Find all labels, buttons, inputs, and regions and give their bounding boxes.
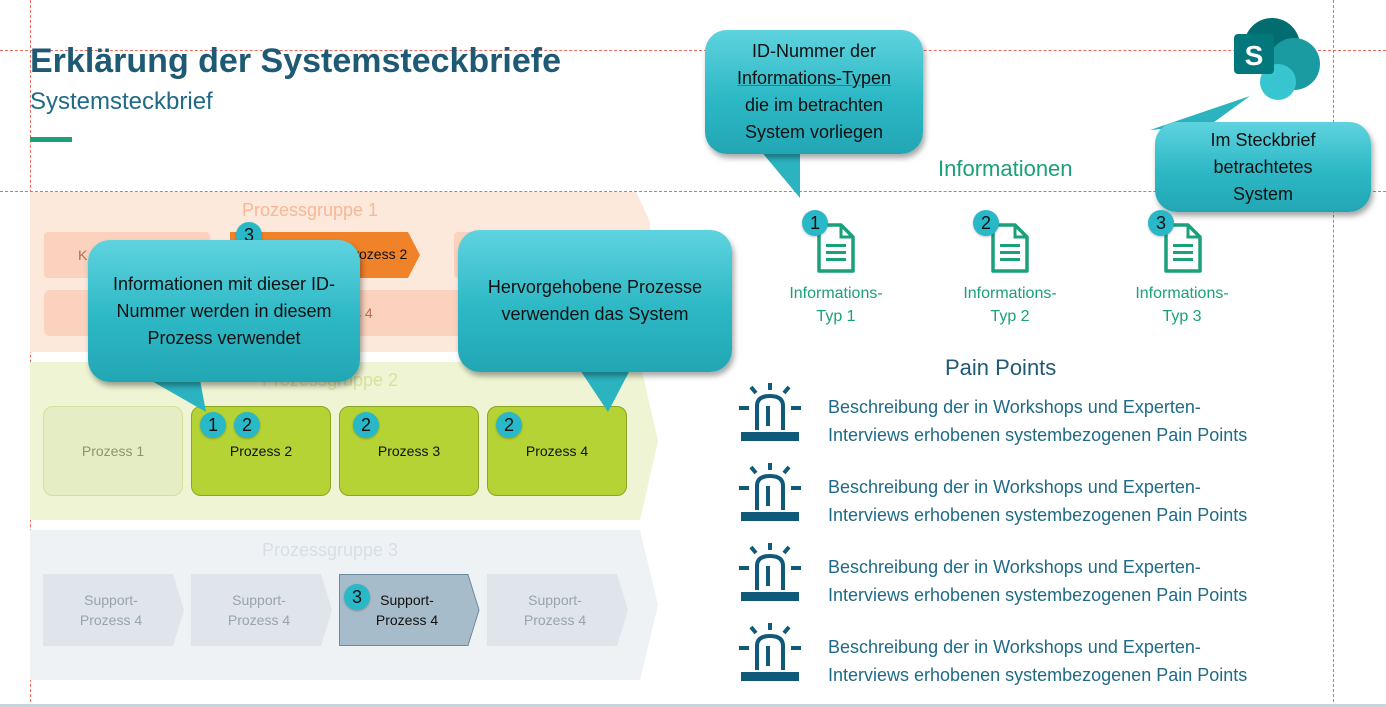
group1-process-2-label: Prozess 2 (345, 246, 408, 262)
group3-process-3-label: Support- Prozess 4 (375, 592, 439, 628)
badge-1-prozess2: 1 (200, 412, 226, 438)
group2-process-4-label: Prozess 4 (525, 443, 589, 459)
group3-process-1-shape[interactable] (43, 574, 185, 646)
informationen-heading: Informationen (938, 156, 1073, 181)
alarm-light-icon (739, 543, 801, 601)
callout-info-process: Informationen mit dieser ID-Nummer werde… (88, 240, 360, 382)
group2-process-2-label: Prozess 2 (229, 443, 293, 459)
pain-point-1-line2: Interviews erhobenen systembezogenen Pai… (828, 425, 1248, 445)
document-icon (991, 223, 1029, 273)
alarm-light-icon (739, 463, 801, 521)
callout-steckbrief-system: Im Steckbrief betrachtetes System (1155, 122, 1371, 212)
guide-line-right (1333, 0, 1334, 707)
group3-process-3-shape[interactable] (339, 574, 481, 646)
badge-3-support-prozess: 3 (344, 584, 370, 610)
group3-process-4-shape[interactable] (487, 574, 629, 646)
info-type-3-line1: Informations- (1135, 285, 1229, 302)
pain-point-4: Beschreibung der in Workshops und Expert… (828, 633, 1308, 689)
title-accent-bar (30, 137, 72, 142)
pain-point-3-line2: Interviews erhobenen systembezogenen Pai… (828, 585, 1248, 605)
badge-1-info-type: 1 (802, 210, 828, 236)
guide-line-left (30, 0, 31, 707)
sharepoint-logo: S (1232, 16, 1324, 100)
guide-line-middle (0, 191, 1386, 192)
badge-2-prozess4: 2 (496, 412, 522, 438)
group3-process-2-shape[interactable] (191, 574, 333, 646)
pain-point-4-line1: Beschreibung der in Workshops und Expert… (828, 637, 1201, 657)
info-type-1-line1: Informations- (789, 285, 883, 302)
alarm-light-icon (739, 383, 801, 441)
badge-2-prozess3: 2 (353, 412, 379, 438)
info-type-2-line2: Typ 2 (990, 308, 1030, 325)
callout-id-number: ID-Nummer der Informations-Typen die im … (705, 30, 923, 154)
callout-id-number-line2: Informations-Typen (736, 68, 892, 88)
pain-points-heading: Pain Points (945, 355, 1057, 380)
pain-point-1: Beschreibung der in Workshops und Expert… (828, 393, 1308, 449)
group1-process-1-label: K (78, 247, 88, 263)
pain-point-4-line2: Interviews erhobenen systembezogenen Pai… (828, 665, 1248, 685)
info-type-1-line2: Typ 1 (816, 308, 856, 325)
page-subtitle: Systemsteckbrief (30, 88, 213, 115)
group3-process-1-label: Support- Prozess 4 (79, 592, 143, 628)
info-type-1-label: Informations- Typ 1 (766, 282, 906, 328)
callout-id-number-line3: die im betrachten (744, 95, 884, 115)
group2-process-1[interactable]: Prozess 1 (43, 406, 183, 496)
alarm-light-icon (739, 623, 801, 681)
badge-3-info-type: 3 (1148, 210, 1174, 236)
sharepoint-logo-letter: S (1245, 40, 1264, 71)
info-type-2-line1: Informations- (963, 285, 1057, 302)
group3-process-4-label: Support- Prozess 4 (523, 592, 587, 628)
process-group-3-label: Prozessgruppe 3 (261, 540, 399, 560)
pain-point-2: Beschreibung der in Workshops und Expert… (828, 473, 1308, 529)
group3-process-2-label: Support- Prozess 4 (227, 592, 291, 628)
sharepoint-logo-icon: S (1234, 18, 1320, 100)
process-group-1-label: Prozessgruppe 1 (241, 200, 379, 220)
group2-process-3-label: Prozess 3 (377, 443, 441, 459)
badge-2-prozess2: 2 (234, 412, 260, 438)
bottom-border (0, 704, 1386, 707)
badge-2-info-type: 2 (973, 210, 999, 236)
document-icon (817, 223, 855, 273)
pain-point-3: Beschreibung der in Workshops und Expert… (828, 553, 1308, 609)
callout-id-number-line4: System vorliegen (744, 122, 884, 142)
guide-line-top (0, 50, 1386, 51)
pain-point-2-line1: Beschreibung der in Workshops und Expert… (828, 477, 1201, 497)
page-title: Erklärung der Systemsteckbriefe (30, 42, 562, 80)
pain-point-2-line2: Interviews erhobenen systembezogenen Pai… (828, 505, 1248, 525)
pain-point-1-line1: Beschreibung der in Workshops und Expert… (828, 397, 1201, 417)
info-type-3-label: Informations- Typ 3 (1112, 282, 1252, 328)
info-type-2-label: Informations- Typ 2 (940, 282, 1080, 328)
document-icon (1164, 223, 1202, 273)
group2-process-1-label: Prozess 1 (81, 443, 145, 459)
pain-point-3-line1: Beschreibung der in Workshops und Expert… (828, 557, 1201, 577)
callout-id-number-line1: ID-Nummer der (751, 41, 876, 61)
info-type-3-line2: Typ 3 (1162, 308, 1202, 325)
callout-highlighted-processes: Hervorgehobene Prozesse verwenden das Sy… (458, 230, 732, 372)
